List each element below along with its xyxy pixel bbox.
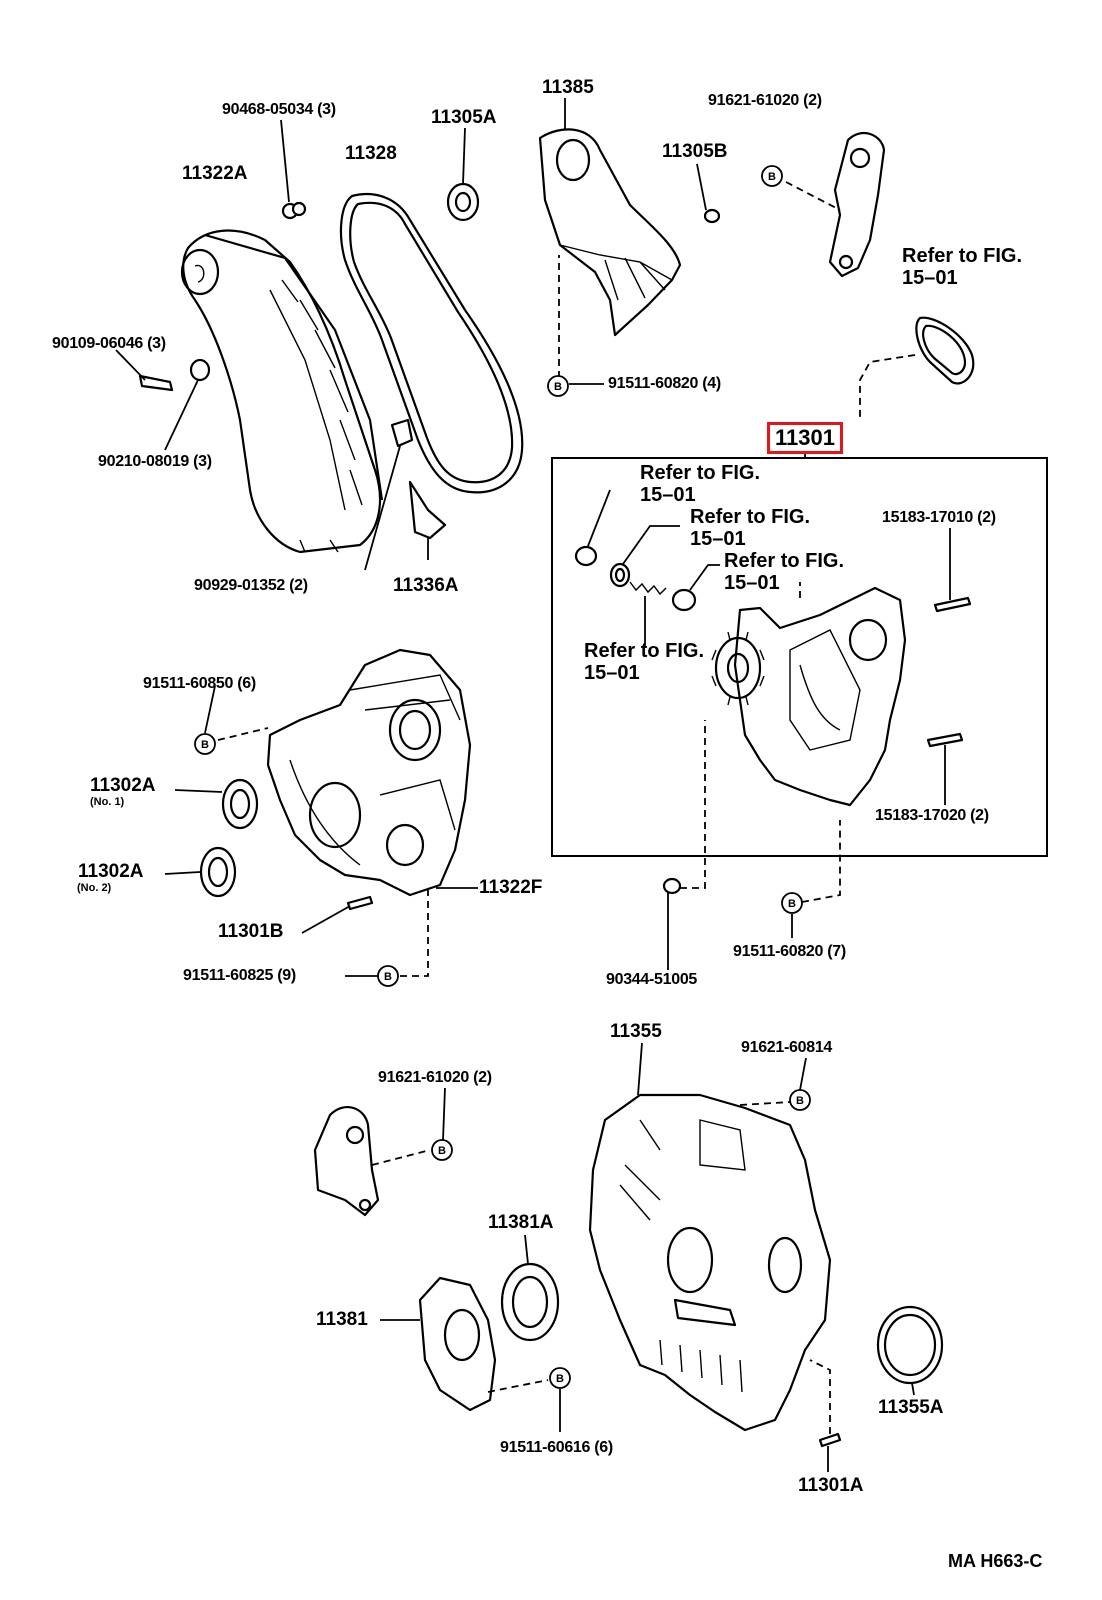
callout-refer-fig-15-01-c: Refer to FIG. 15–01 bbox=[690, 506, 811, 550]
plug-refer bbox=[574, 489, 611, 567]
pin-90344 bbox=[662, 720, 706, 970]
bolt-90109 bbox=[115, 349, 174, 392]
callout-91511-60616: 91511-60616 (6) bbox=[500, 1439, 613, 1456]
callout-refer-fig-15-01-e: Refer to FIG. 15–01 bbox=[584, 640, 705, 684]
callout-11328: 11328 bbox=[345, 143, 397, 164]
callout-90210-08019: 90210-08019 (3) bbox=[98, 453, 212, 470]
callout-refer-fig-15-01-a: Refer to FIG. 15–01 bbox=[902, 245, 1023, 289]
callout-11301b: 11301B bbox=[218, 921, 284, 942]
callout-11322a: 11322A bbox=[182, 163, 248, 184]
spring-refer bbox=[629, 581, 667, 648]
callout-90344-51005: 90344-51005 bbox=[606, 971, 698, 988]
bolt-marker-letter: B bbox=[201, 739, 209, 751]
bolt-marker-91511-60820-4: B bbox=[547, 255, 604, 397]
cover-11385 bbox=[538, 98, 682, 337]
callout-11305b: 11305B bbox=[662, 141, 728, 162]
callout-15183-17010: 15183-17010 (2) bbox=[882, 509, 996, 526]
bolt-marker-91621-60814: B bbox=[739, 1057, 811, 1111]
pin-11301a bbox=[809, 1359, 842, 1472]
seal-11305a bbox=[446, 127, 480, 222]
assembly-box-11301 bbox=[551, 457, 1048, 857]
bracket-bottom-left: B bbox=[313, 1087, 453, 1217]
callout-91511-60820-4: 91511-60820 (4) bbox=[608, 375, 721, 392]
clip-90929 bbox=[364, 418, 414, 571]
callout-11385: 11385 bbox=[542, 77, 594, 98]
bolt-marker-letter: B bbox=[438, 1145, 446, 1157]
seal-11302a-no1 bbox=[174, 778, 259, 830]
callout-11301a: 11301A bbox=[798, 1475, 864, 1496]
callout-11302a-no1: 11302A bbox=[90, 775, 156, 796]
callout-11381: 11381 bbox=[316, 1309, 368, 1330]
callout-refer-fig-15-01-b: Refer to FIG. 15–01 bbox=[640, 462, 761, 506]
bolt-marker-91511-60850: B bbox=[194, 685, 269, 755]
timing-cover-11322a bbox=[180, 229, 384, 554]
bolt-marker-letter: B bbox=[768, 171, 776, 183]
callout-11301-highlighted[interactable]: 11301 bbox=[767, 422, 843, 454]
callout-91621-61020-bottom: 91621-61020 (2) bbox=[378, 1069, 492, 1086]
front-cover-11322f bbox=[266, 648, 472, 897]
callout-90468-05034: 90468-05034 (3) bbox=[222, 101, 336, 118]
seal-11302a-no2 bbox=[164, 846, 237, 898]
callout-11355: 11355 bbox=[610, 1021, 662, 1042]
callout-no1: (No. 1) bbox=[90, 796, 125, 808]
valve-refer bbox=[671, 564, 720, 612]
callout-91511-60825: 91511-60825 (9) bbox=[183, 967, 296, 984]
stud-15183-17020 bbox=[926, 732, 964, 805]
seal-11355a bbox=[876, 1305, 944, 1396]
washer-90210 bbox=[164, 358, 211, 451]
end-plate-11355 bbox=[588, 1042, 832, 1432]
callout-15183-17020: 15183-17020 (2) bbox=[875, 807, 989, 824]
pin-11301b bbox=[301, 895, 374, 934]
stud-15183-17010 bbox=[933, 528, 972, 613]
bolt-marker-91511-60825: B bbox=[345, 890, 429, 987]
callout-11302a-no2: 11302A bbox=[78, 861, 144, 882]
callout-91621-61020-top: 91621-61020 (2) bbox=[708, 92, 822, 109]
seal-11381a bbox=[500, 1234, 560, 1342]
callout-11381a: 11381A bbox=[488, 1212, 554, 1233]
plate-11336a bbox=[408, 480, 447, 560]
callout-11355a: 11355A bbox=[878, 1397, 944, 1418]
callout-11336a: 11336A bbox=[393, 575, 459, 596]
grommet-90468 bbox=[280, 119, 307, 220]
callout-11322f: 11322F bbox=[479, 877, 543, 898]
gasket-ring-refer bbox=[859, 316, 975, 420]
bolt-marker-91511-60820-7: B bbox=[781, 820, 841, 938]
bolt-marker-letter: B bbox=[554, 381, 562, 393]
oil-pump-housing bbox=[711, 586, 907, 807]
gasket-ring-small-refer bbox=[609, 525, 680, 588]
bolt-marker-91511-60616: B bbox=[487, 1367, 571, 1432]
bracket-top-right: B bbox=[761, 131, 886, 278]
pin-11305b bbox=[696, 163, 721, 224]
callout-90929-01352: 90929-01352 (2) bbox=[194, 577, 308, 594]
gasket-11328 bbox=[339, 192, 524, 494]
callout-91511-60820-7: 91511-60820 (7) bbox=[733, 943, 846, 960]
bolt-marker-letter: B bbox=[556, 1373, 564, 1385]
callout-91621-60814: 91621-60814 bbox=[741, 1039, 833, 1056]
bolt-marker-letter: B bbox=[384, 971, 392, 983]
callout-90109-06046: 90109-06046 (3) bbox=[52, 335, 166, 352]
callout-no2: (No. 2) bbox=[77, 882, 112, 894]
retainer-11381 bbox=[380, 1276, 497, 1412]
bolt-marker-letter: B bbox=[796, 1095, 804, 1107]
callout-refer-fig-15-01-d: Refer to FIG. 15–01 bbox=[724, 550, 845, 594]
bolt-marker-letter: B bbox=[788, 898, 796, 910]
drawing-code: MA H663-C bbox=[948, 1551, 1043, 1571]
callout-11305a: 11305A bbox=[431, 107, 497, 128]
callout-91511-60850: 91511-60850 (6) bbox=[143, 675, 256, 692]
